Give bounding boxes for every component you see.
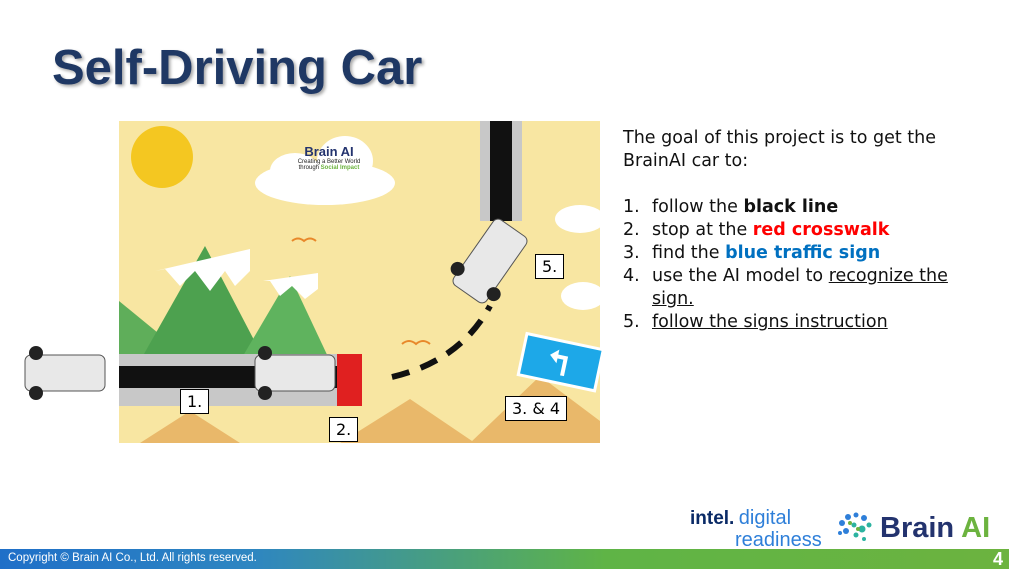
cloud-logo-highlight: Social Impact bbox=[320, 165, 360, 171]
list-item: 4.use the AI model to recognize the sign… bbox=[623, 266, 948, 309]
track-illustration: Brain AI Creating a Better World through… bbox=[0, 121, 610, 451]
step-label-5: 5. bbox=[535, 254, 565, 279]
list-item: 5.follow the signs instruction bbox=[623, 312, 888, 332]
goal-text: The goal of this project is to get the B… bbox=[623, 127, 973, 334]
cloud-logo-name: Brain AI bbox=[304, 144, 354, 159]
intel-digital-readiness-logo: intel. digital readiness bbox=[690, 507, 822, 551]
goal-intro: The goal of this project is to get the B… bbox=[623, 128, 936, 171]
sun-icon bbox=[131, 126, 193, 188]
step-label-2: 2. bbox=[329, 417, 359, 442]
robot-car-icon bbox=[254, 346, 336, 400]
footer-bar: Copyright © Brain AI Co., Ltd. All right… bbox=[0, 549, 1009, 569]
list-item: 1.follow the black line bbox=[623, 197, 839, 217]
robot-car-icon bbox=[450, 218, 528, 304]
copyright: Copyright © Brain AI Co., Ltd. All right… bbox=[8, 552, 257, 564]
goal-list: 1.follow the black line 2.stop at the re… bbox=[623, 196, 973, 334]
list-item: 2.stop at the red crosswalk bbox=[623, 220, 890, 240]
page-title: Self-Driving Car bbox=[52, 41, 423, 95]
cloud-logo-tagline: Creating a Better World bbox=[297, 159, 361, 165]
step-label-1: 1. bbox=[180, 389, 210, 414]
brain-ai-logo: Brain AI bbox=[836, 511, 990, 545]
page-number: 4 bbox=[992, 549, 1003, 569]
step-label-3-4: 3. & 4 bbox=[505, 396, 568, 421]
list-item: 3.find the blue traffic sign bbox=[623, 243, 881, 263]
cloud-icon bbox=[255, 136, 605, 310]
brain-network-icon bbox=[838, 512, 872, 541]
robot-car-icon bbox=[24, 346, 106, 400]
cloud-logo-tagline-2: through bbox=[298, 165, 319, 171]
traffic-sign-icon bbox=[516, 331, 606, 393]
